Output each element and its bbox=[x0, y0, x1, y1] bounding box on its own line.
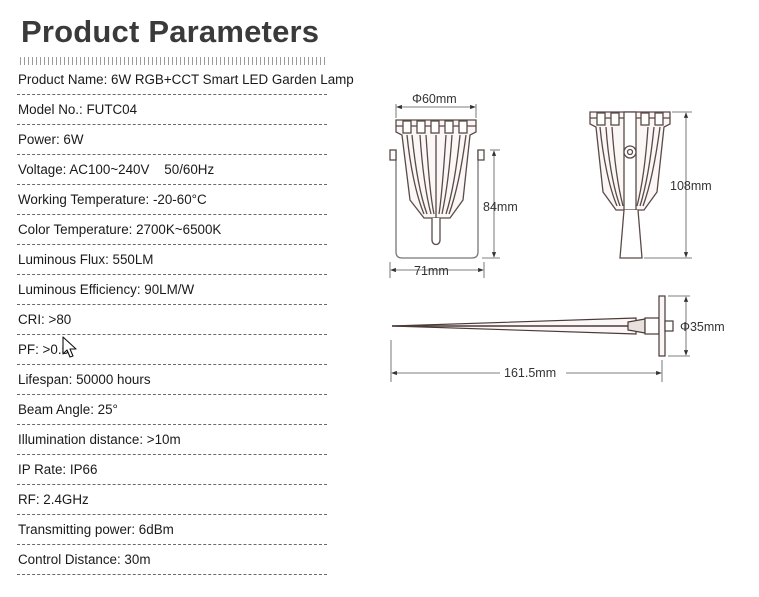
spec-label: Beam Angle: 25° bbox=[18, 402, 118, 417]
side-dimensions bbox=[644, 111, 692, 259]
spec-label: Control Distance: 30m bbox=[18, 552, 151, 567]
front-view-drawing bbox=[389, 119, 485, 259]
spec-row-illumination-distance: Illumination distance: >10m bbox=[17, 425, 327, 455]
spec-row-transmitting-power: Transmitting power: 6dBm bbox=[17, 515, 327, 545]
spec-label: PF: >0.5 bbox=[18, 342, 69, 357]
side-height-label: 108mm bbox=[670, 179, 712, 193]
spec-row-lifespan: Lifespan: 50000 hours bbox=[17, 365, 327, 395]
spike-length-label: 161.5mm bbox=[504, 366, 556, 380]
spec-row-ip-rate: IP Rate: IP66 bbox=[17, 455, 327, 485]
spike-length-label-bg bbox=[500, 364, 566, 380]
spec-row-voltage: Voltage: AC100~240V 50/60Hz bbox=[17, 155, 327, 185]
spec-row-rf: RF: 2.4GHz bbox=[17, 485, 327, 515]
ground-spike-drawing bbox=[391, 295, 674, 357]
spec-label: Model No.: FUTC04 bbox=[18, 102, 138, 117]
side-view-drawing bbox=[589, 111, 671, 259]
spec-row-model: Model No.: FUTC04 bbox=[17, 95, 327, 125]
spec-row-luminous-flux: Luminous Flux: 550LM bbox=[17, 245, 327, 275]
title-underline bbox=[20, 57, 328, 65]
spec-label: CRI: >80 bbox=[18, 312, 72, 327]
spec-label: Luminous Flux: 550LM bbox=[18, 252, 154, 267]
spec-label: Voltage: AC100~240V 50/60Hz bbox=[18, 162, 215, 177]
arrow-cursor-icon bbox=[62, 336, 77, 358]
spec-row-cri: CRI: >80 bbox=[17, 305, 327, 335]
spec-row-product-name: Product Name: 6W RGB+CCT Smart LED Garde… bbox=[17, 65, 354, 95]
spec-label: Color Temperature: 2700K~6500K bbox=[18, 222, 222, 237]
spec-label: RF: 2.4GHz bbox=[18, 492, 89, 507]
spec-row-luminous-efficiency: Luminous Efficiency: 90LM/W bbox=[17, 275, 327, 305]
spec-row-working-temperature: Working Temperature: -20-60°C bbox=[17, 185, 327, 215]
page-title: Product Parameters bbox=[21, 14, 320, 49]
spec-label: IP Rate: IP66 bbox=[18, 462, 98, 477]
spec-label: Transmitting power: 6dBm bbox=[18, 522, 174, 537]
spec-label: Lifespan: 50000 hours bbox=[18, 372, 151, 387]
spec-label: Product Name: 6W RGB+CCT Smart LED Garde… bbox=[18, 72, 354, 87]
spec-label: Power: 6W bbox=[18, 132, 84, 147]
bracket-width-label: 71mm bbox=[414, 264, 449, 278]
front-height-label: 84mm bbox=[483, 200, 518, 214]
spec-row-beam-angle: Beam Angle: 25° bbox=[17, 395, 327, 425]
spec-row-color-temperature: Color Temperature: 2700K~6500K bbox=[17, 215, 327, 245]
spike-diameter-label: Φ35mm bbox=[680, 320, 725, 334]
spec-label: Illumination distance: >10m bbox=[18, 432, 181, 447]
spec-row-pf: PF: >0.5 bbox=[17, 335, 327, 365]
spec-list: Product Name: 6W RGB+CCT Smart LED Garde… bbox=[17, 65, 354, 575]
spec-row-control-distance: Control Distance: 30m bbox=[17, 545, 327, 575]
front-dimensions bbox=[389, 104, 500, 278]
spec-label: Working Temperature: -20-60°C bbox=[18, 192, 207, 207]
front-width-label: Φ60mm bbox=[412, 92, 457, 106]
spec-label: Luminous Efficiency: 90LM/W bbox=[18, 282, 195, 297]
spec-row-power: Power: 6W bbox=[17, 125, 327, 155]
